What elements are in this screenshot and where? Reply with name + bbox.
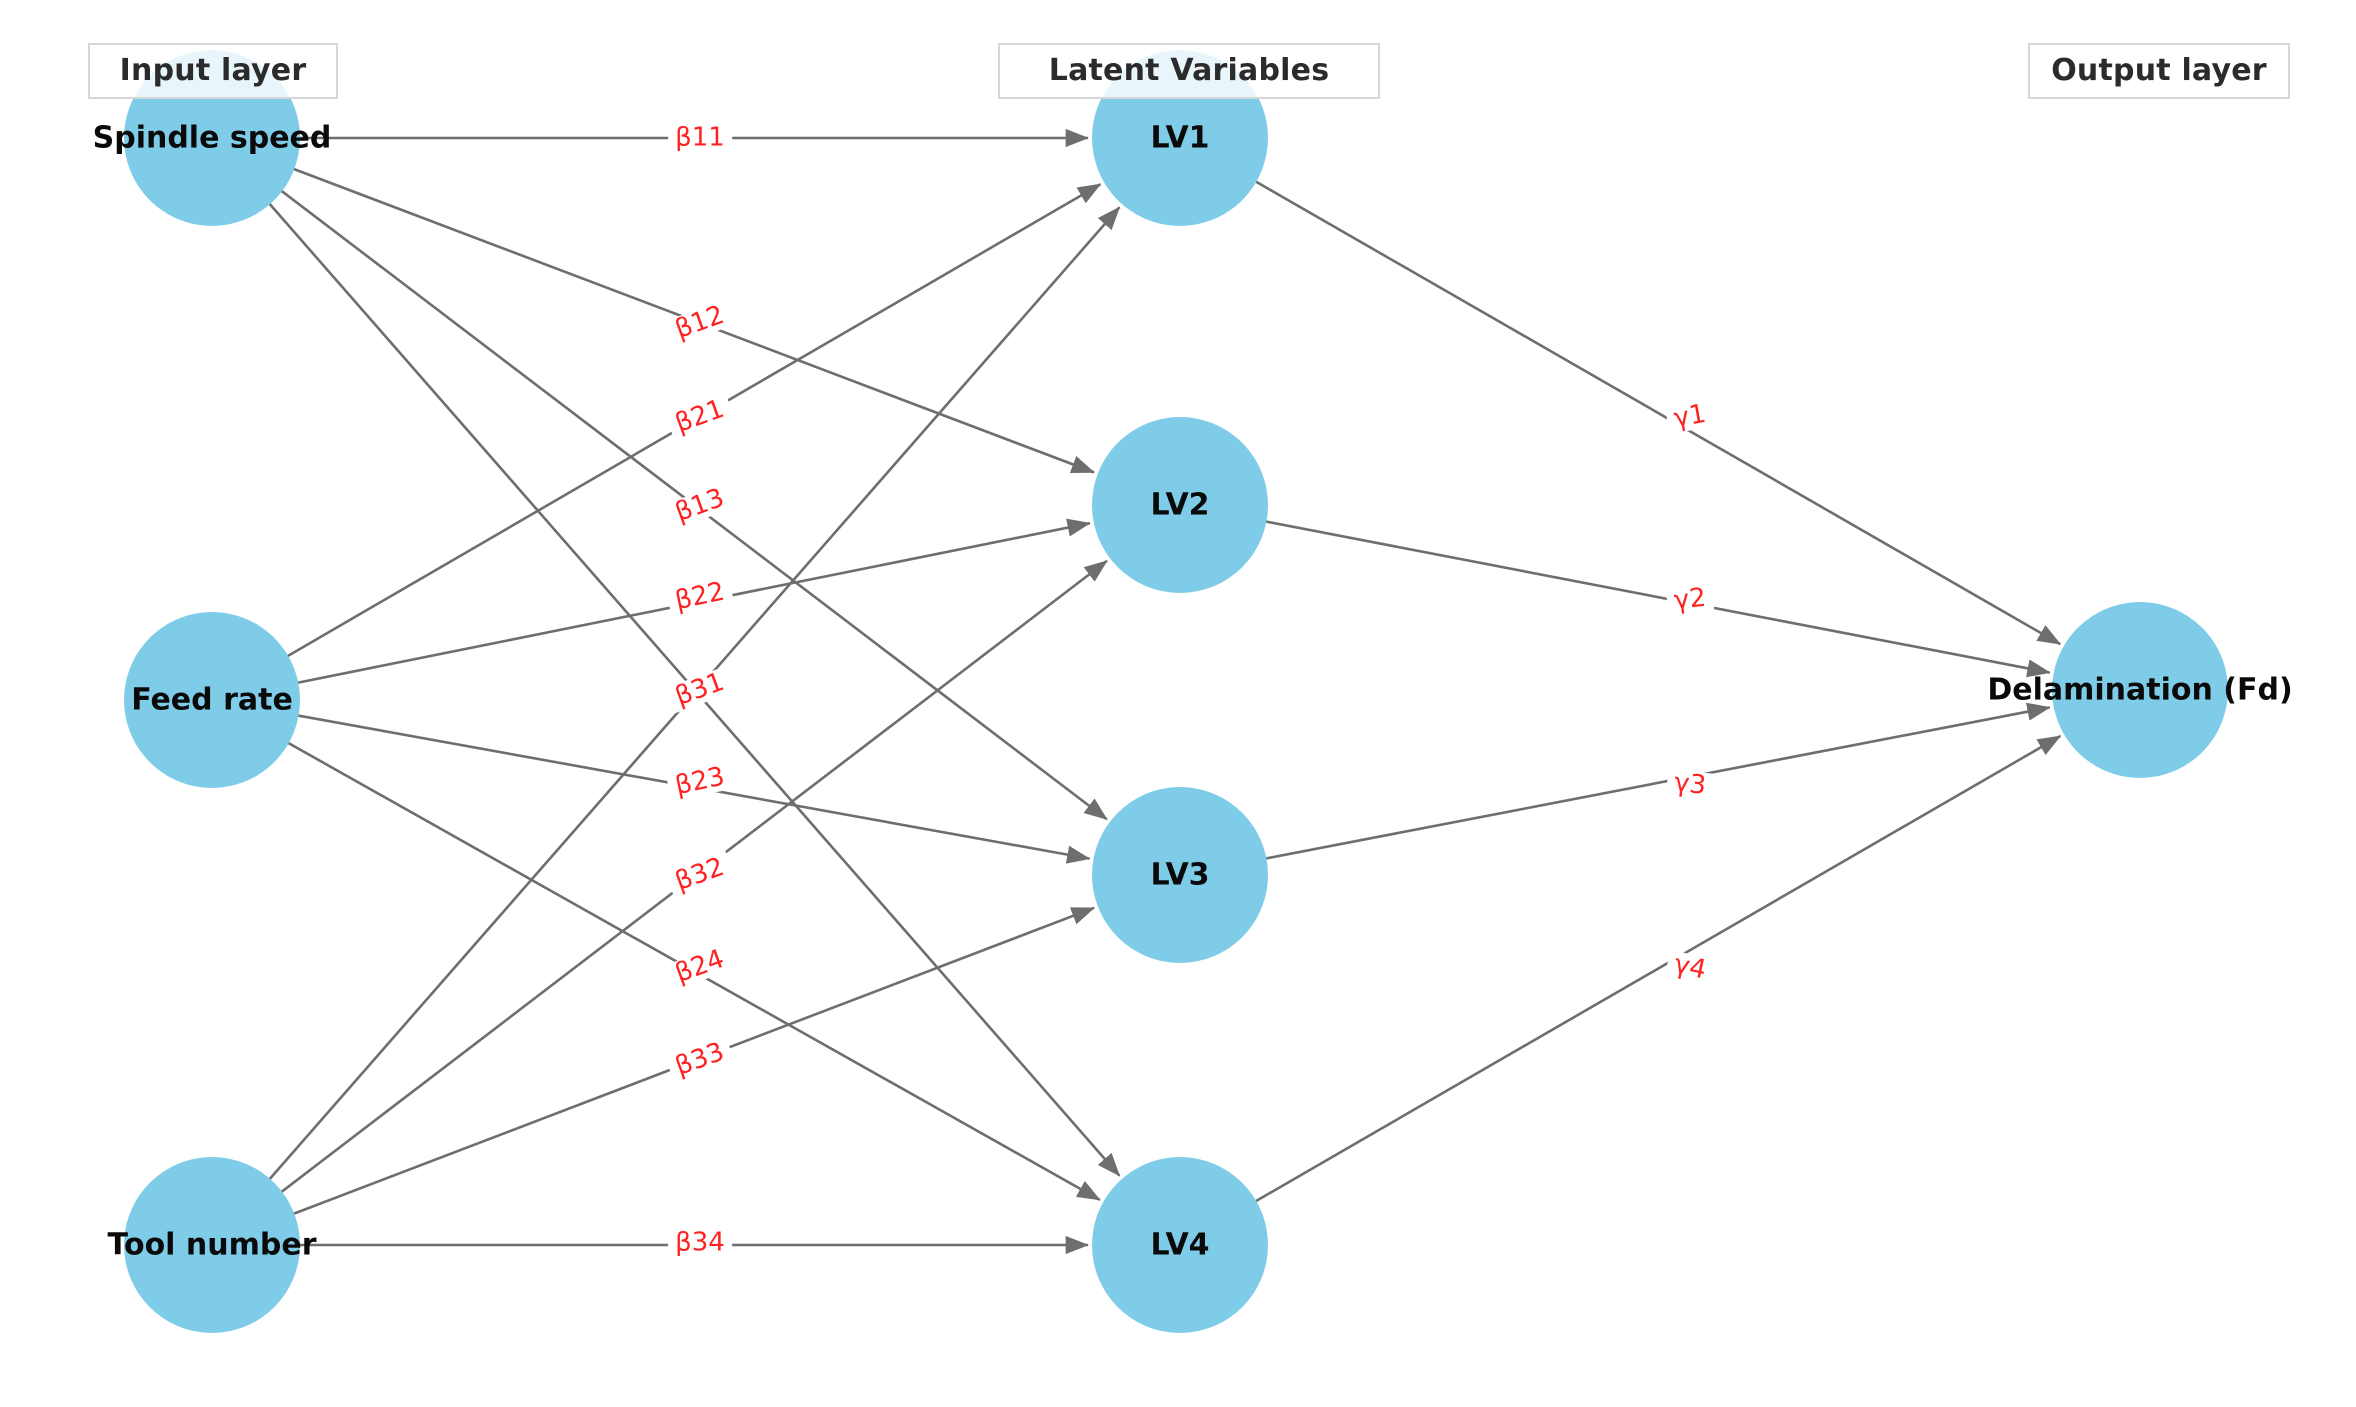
- edge-label-e-b34: β34: [668, 1229, 732, 1257]
- edge-e-g1: [1253, 179, 2062, 646]
- layer-header-input-layer: Input layer: [88, 43, 338, 99]
- node-group: [124, 50, 2228, 1333]
- layer-header-output-layer: Output layer: [2028, 43, 2290, 99]
- node-lv3[interactable]: [1092, 787, 1268, 963]
- node-delamination[interactable]: [2052, 602, 2228, 778]
- edge-e-g3: [1263, 702, 2051, 861]
- layer-header-latent-variables: Latent Variables: [998, 43, 1380, 99]
- edge-label-e-g2: γ2: [1665, 583, 1715, 616]
- edge-label-e-g3: γ3: [1665, 768, 1715, 801]
- node-tool-number[interactable]: [124, 1157, 300, 1333]
- edge-e-g4: [1253, 734, 2062, 1204]
- node-lv4[interactable]: [1092, 1157, 1268, 1333]
- node-feed-rate[interactable]: [124, 612, 300, 788]
- edge-group: [267, 128, 2062, 1255]
- node-lv2[interactable]: [1092, 417, 1268, 593]
- edge-label-e-b11: β11: [668, 124, 732, 152]
- edge-e-g2: [1263, 519, 2051, 678]
